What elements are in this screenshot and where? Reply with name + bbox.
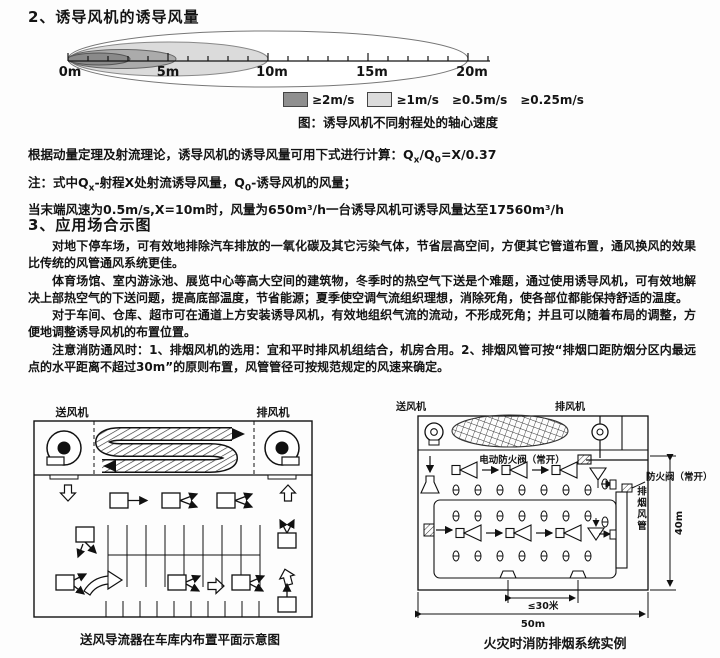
electric-fire-damper-label: 电动防火阀（常开） xyxy=(479,454,565,466)
legend-item-025ms: ≥0.25m/s xyxy=(520,93,584,107)
legend-swatch-1ms xyxy=(367,92,393,107)
paragraph-workshop: 对于车间、仓库、超市可在通道上方安装诱导风机，有效地组织气流的流动，不形成死角；… xyxy=(28,308,696,340)
note-sub-x: x xyxy=(88,183,95,193)
formula-sub-0: 0 xyxy=(434,155,441,166)
ramp-hatched xyxy=(95,427,245,473)
jet-fan-units-top xyxy=(109,492,254,509)
formula-line: 根据动量定理及射流理论，诱导风机的诱导风量可用下式进行计算：Qx/Q0=X/0.… xyxy=(28,144,708,172)
fire-damper-label: 防火阀（常开） xyxy=(646,471,713,483)
fire-exhaust-fan-icon xyxy=(591,416,623,450)
tick-0m: 0m xyxy=(59,65,82,80)
fire-exhaust-fan-label: 排风机 xyxy=(555,400,585,413)
jet-nozzle-row-1 xyxy=(451,461,578,479)
fire-ramp-oval xyxy=(451,414,569,448)
left-nozzle-icon xyxy=(420,456,440,494)
jet-nozzle-row-2 xyxy=(455,524,582,542)
fire-supply-fan-label: 送风机 xyxy=(395,400,426,413)
garage-exhaust-fan-label: 排风机 xyxy=(257,405,290,419)
jet-fan-unit-left xyxy=(75,526,97,559)
formula-prefix: 根据动量定理及射流理论，诱导风机的诱导风量可用下式进行计算： xyxy=(28,147,404,162)
dim-50m: 50m xyxy=(415,592,649,630)
dim-40m: 40m xyxy=(650,454,685,591)
legend-label-1ms: ≥1m/s xyxy=(396,92,439,107)
legend-swatch-2ms xyxy=(283,92,308,107)
tick-15m: 15m xyxy=(356,65,388,80)
fire-damper-leader xyxy=(631,481,646,489)
tick-10m: 10m xyxy=(256,65,288,80)
section2-heading: 2、诱导风机的诱导风量 xyxy=(28,8,200,26)
calculation-text: 根据动量定理及射流理论，诱导风机的诱导风量可用下式进行计算：Qx/Q0=X/0.… xyxy=(28,144,708,221)
garage-supply-fan-label: 送风机 xyxy=(55,405,89,419)
duct-inlet xyxy=(423,523,454,537)
smoke-vents xyxy=(499,570,587,579)
jet-fan-units-bottom xyxy=(55,573,266,595)
legend-item-2ms: ≥2m/s xyxy=(283,92,354,107)
jet-ruler xyxy=(67,53,490,62)
dim-40m-label: 40m xyxy=(674,511,685,535)
note-sub-0: 0 xyxy=(244,183,252,193)
curved-up-arrow-icon xyxy=(277,566,297,588)
legend-label-2ms: ≥2m/s xyxy=(312,92,355,107)
dim-50m-label: 50m xyxy=(521,619,545,630)
tick-20m: 20m xyxy=(456,65,488,80)
fire-damper-duct xyxy=(577,440,648,465)
legend-label-05ms: ≥0.5m/s xyxy=(451,92,508,107)
tick-5m: 5m xyxy=(157,65,180,80)
dim-30m-label: ≤30米 xyxy=(528,600,559,612)
sprinkler-row-3 xyxy=(452,550,592,562)
exhaust-fan-icon xyxy=(264,430,300,480)
supply-fan-icon xyxy=(46,430,82,480)
velocity-legend: ≥2m/s ≥1m/s ≥0.5m/s ≥0.25m/s xyxy=(283,92,584,107)
formula-rhs: =X/0.37 xyxy=(440,147,497,162)
fire-smoke-diagram: 送风机 排风机 电动防火阀（常开） 防火阀（常开） xyxy=(395,400,713,630)
jet-ruler-labels: 0m 5m 10m 15m 20m xyxy=(59,65,488,80)
smoke-inlet-cones xyxy=(586,467,617,541)
fire-damper-icon xyxy=(621,483,633,493)
dim-30m: ≤30米 xyxy=(505,580,579,612)
note-line: 注：式中Qx-射程X处射流诱导风量，Q0-诱导风机的风量； xyxy=(28,172,708,200)
figure-caption: 图：诱导风机不同射程处的轴心速度 xyxy=(298,115,499,130)
paragraph-halls: 体育场馆、室内游泳池、展览中心等高大空间的建筑物，冬季时的热空气下送是个难题，通… xyxy=(28,273,696,305)
example-line: 当末端风速为0.5m/s,X=10m时，风量为650m³/h一台诱导风机可诱导风… xyxy=(28,202,564,217)
legend-label-025ms: ≥0.25m/s xyxy=(520,92,584,107)
note-p1: 注：式中Q xyxy=(28,174,89,190)
garage-outline xyxy=(33,420,313,618)
down-arrow-icon xyxy=(59,484,77,502)
curved-right-arrow-icon xyxy=(83,569,124,596)
note-p2: -射程X处射流诱导风量，Q xyxy=(94,174,245,190)
legend-item-05ms: ≥0.5m/s xyxy=(452,93,507,107)
fire-caption: 火灾时消防排烟系统实例 xyxy=(483,637,627,652)
paragraph-parking: 对地下停车场，可有效地排除汽车排放的一氧化碳及其它污染气体，节省层高空间，方便其… xyxy=(28,239,696,271)
smoke-duct-vertical xyxy=(615,491,628,569)
fire-supply-fan-icon xyxy=(424,422,444,446)
smoke-duct-label: 排烟风管 xyxy=(635,486,646,532)
garage-plan-diagram: 送风机 排风机 xyxy=(33,405,313,618)
application-paragraphs: 对地下停车场，可有效地排除汽车排放的一氧化碳及其它污染气体，节省层高空间，方便其… xyxy=(28,238,696,376)
formula-sub-x: x xyxy=(413,155,420,166)
section3-heading: 3、应用场合示图 xyxy=(28,216,152,234)
jet-reach-figure: 0m 5m 10m 15m 20m xyxy=(59,30,490,88)
garage-caption: 送风导流器在车库内布置平面示意图 xyxy=(79,632,280,647)
note-p3: -诱导风机的风量； xyxy=(251,174,357,190)
paragraph-fire: 注意消防通风时：1、排烟风机的选用：宜和平时排风机组结合，机房合用。2、排烟风管… xyxy=(28,342,696,375)
legend-item-1ms: ≥1m/s xyxy=(367,92,439,107)
sprinkler-row-2 xyxy=(452,510,609,528)
parking-stalls-bottom xyxy=(105,601,260,617)
sprinkler-row-1 xyxy=(452,478,609,496)
formula-Q: Q xyxy=(403,147,414,162)
formula-slash-Q: /Q xyxy=(419,147,435,162)
jet-fan-units-right xyxy=(277,518,297,613)
up-arrow-icon xyxy=(279,484,297,502)
